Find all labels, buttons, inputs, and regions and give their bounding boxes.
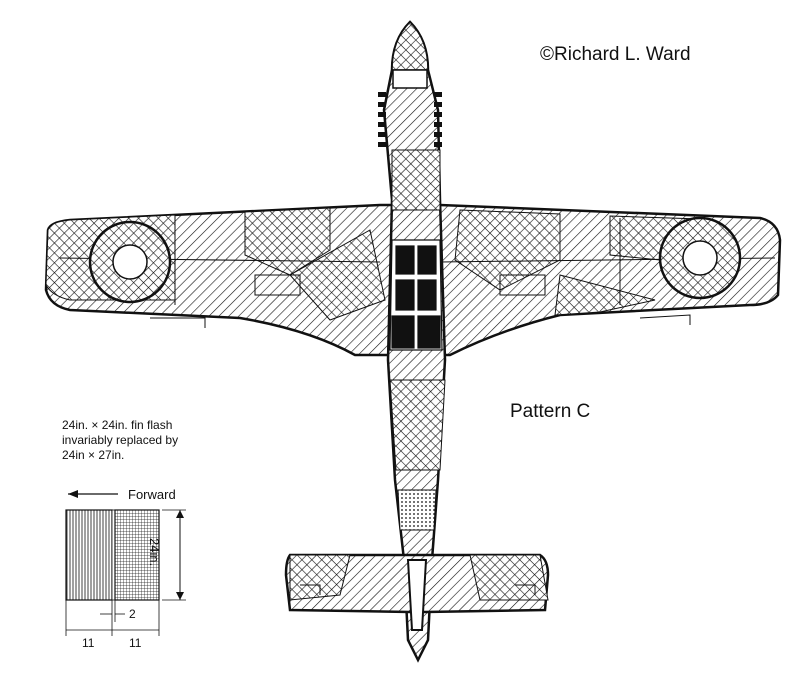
forward-label: Forward (128, 487, 176, 502)
gap-label: 2 (129, 607, 136, 621)
height-dimension-label: 24in. (147, 538, 162, 567)
roundel-left (88, 220, 172, 304)
width-right-label: 11 (129, 636, 142, 650)
fin-flash-diagram (65, 490, 186, 636)
note-line: 24in × 27in. (62, 448, 125, 462)
roundel-right (658, 216, 742, 300)
spinner (391, 20, 429, 71)
note-line: 24in. × 24in. fin flash (62, 418, 173, 432)
note-line: invariably replaced by (62, 433, 179, 447)
credit-text: ©Richard L. Ward (540, 44, 691, 65)
pattern-label: Pattern C (510, 401, 591, 422)
fuselage (378, 20, 447, 663)
fin (406, 559, 428, 631)
tailplane (284, 553, 550, 631)
fin-flash-note: 24in. × 24in. fin flash invariably repla… (62, 418, 178, 463)
width-left-label: 11 (82, 636, 95, 650)
exhaust-stacks (378, 92, 442, 147)
fin-flash-stripe-blue (114, 509, 160, 601)
fin-flash-stripe-red (65, 509, 113, 601)
cockpit-canopy (389, 239, 443, 351)
